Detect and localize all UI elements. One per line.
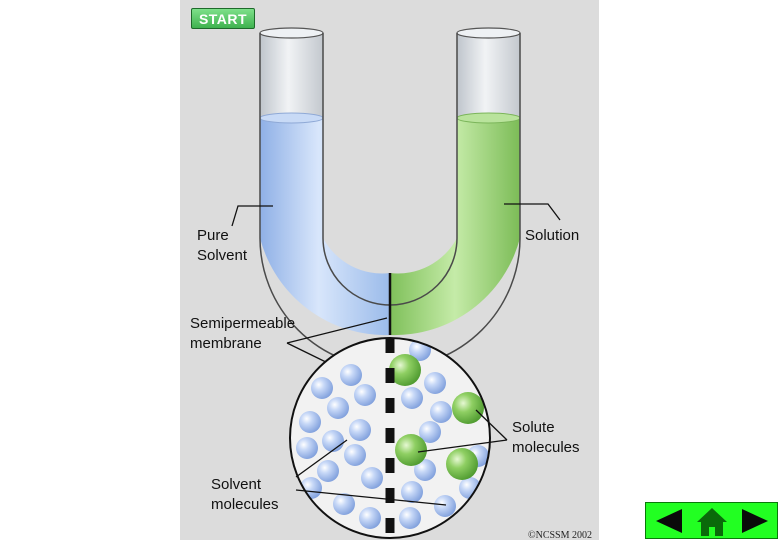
solvent-molecule: [344, 444, 366, 466]
solvent-molecule: [361, 467, 383, 489]
solvent-molecule: [349, 419, 371, 441]
solvent-molecule: [401, 481, 423, 503]
solute-molecules-label: Solute molecules: [512, 418, 580, 458]
solute-label-line2: molecules: [512, 439, 580, 456]
arrow-left-icon: [656, 509, 682, 533]
solvent-molecule: [434, 495, 456, 517]
solvent-molecule: [333, 493, 355, 515]
membrane-label: Semipermeable membrane: [190, 314, 295, 354]
solvent-molecule: [317, 460, 339, 482]
membrane-dashes: [385, 338, 395, 533]
solvent-label-line1: Solvent: [211, 476, 262, 493]
membrane-label-line1: Semipermeable: [190, 315, 296, 332]
solute-molecule: [389, 354, 421, 386]
solvent-molecule: [359, 507, 381, 529]
solvent-molecule: [354, 384, 376, 406]
solvent-pointer-bottom: [295, 489, 447, 506]
solution-label: Solution: [525, 227, 580, 244]
magnified-view-border: [289, 337, 491, 539]
left-tube-rim: [259, 27, 324, 39]
solvent-label-line2: molecules: [211, 496, 279, 513]
right-liquid-surface: [456, 112, 521, 124]
solute-pointer-bottom: [417, 439, 508, 453]
pure-solvent-liquid: [260, 118, 390, 336]
arrow-right-icon: [742, 509, 768, 533]
pure-solvent-pointer: [231, 205, 273, 227]
prev-button[interactable]: [646, 503, 690, 538]
solvent-pointer-top: [295, 439, 348, 478]
solvent-molecule: [399, 507, 421, 529]
right-tube-glass: [457, 33, 520, 118]
pure-solvent-label-line1: Pure: [197, 227, 229, 244]
next-button[interactable]: [734, 503, 778, 538]
left-liquid-surface: [259, 112, 324, 124]
pure-solvent-label: Pure Solvent: [197, 226, 247, 266]
solvent-molecule: [430, 401, 452, 423]
membrane-label-line2: membrane: [190, 335, 262, 352]
solute-molecule: [452, 392, 484, 424]
solvent-molecule: [419, 421, 441, 443]
solvent-molecule: [327, 397, 349, 419]
pure-solvent-label-line2: Solvent: [197, 247, 248, 264]
solution-pointer: [504, 203, 561, 221]
right-tube-rim: [456, 27, 521, 39]
home-button[interactable]: [690, 503, 734, 538]
solute-molecule: [446, 448, 478, 480]
navigation-bar: [645, 502, 778, 539]
solute-molecule: [395, 434, 427, 466]
solvent-molecule: [401, 387, 423, 409]
solute-pointer-top: [475, 409, 508, 441]
left-tube-glass: [260, 33, 323, 118]
solvent-molecule: [322, 430, 344, 452]
solvent-molecule: [340, 364, 362, 386]
home-icon: [697, 508, 727, 536]
solution-liquid: [390, 118, 520, 336]
solvent-molecule: [299, 411, 321, 433]
solvent-molecules-label: Solvent molecules: [211, 475, 279, 515]
solvent-molecule: [311, 377, 333, 399]
copyright-text: ©NCSSM 2002: [528, 530, 592, 540]
membrane-pointer-top: [286, 317, 388, 344]
solute-label-line1: Solute: [512, 419, 555, 436]
solvent-molecule: [296, 437, 318, 459]
start-button[interactable]: START: [191, 8, 255, 29]
solvent-molecule: [414, 459, 436, 481]
solvent-molecule: [424, 372, 446, 394]
